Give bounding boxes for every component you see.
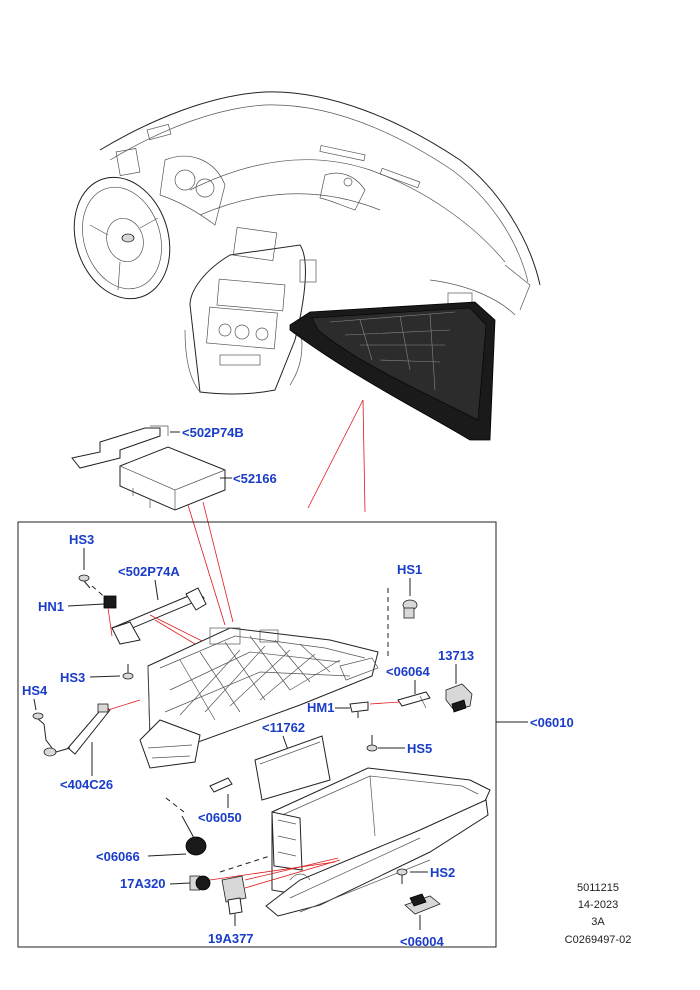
label-06064: <06064 [386,664,431,679]
meta-line-4: C0269497-02 [565,934,632,946]
clip-hm1 [349,701,369,718]
screw-hs4 [32,712,45,725]
label-13713: 13713 [438,648,474,663]
cover-52166 [119,446,226,511]
label-hs2: HS2 [430,865,455,880]
label-hn1: HN1 [38,599,64,614]
striker-19a377 [221,875,247,915]
glovebox-housing [139,627,379,769]
nut-hn1 [103,595,117,609]
latch-06064 [397,691,431,709]
panel-11762 [254,735,331,801]
handle-06004 [404,893,441,915]
screw-hs5 [366,735,378,752]
damper-06066 [181,815,207,856]
meta-line-2: 14-2023 [578,899,618,911]
label-06066: <06066 [96,849,140,864]
label-404c26: <404C26 [60,777,113,792]
label-502p74a: <502P74A [118,564,180,579]
screw-hs3-top [78,574,91,589]
label-hs3-mid: HS3 [60,670,85,685]
label-06050: <06050 [198,810,242,825]
bracket-502p74b [71,425,169,469]
lamp-17a320 [189,875,211,891]
bumper-06050 [209,777,233,793]
label-17a320: 17A320 [120,876,166,891]
label-hs1: HS1 [397,562,422,577]
detail-frame [17,521,497,948]
label-hs4: HS4 [22,683,48,698]
switch-13713 [445,683,473,713]
glovebox-door [265,767,491,917]
bracket-502p74a [111,587,207,645]
label-52166: <52166 [233,471,277,486]
label-06010: <06010 [530,715,574,730]
dashboard-overview-drawing [73,91,541,441]
meta-line-3: 3A [591,916,605,928]
cable-404c26 [43,703,111,757]
label-hm1: HM1 [307,700,334,715]
screw-hs2 [396,868,408,884]
label-11762: <11762 [262,720,305,735]
screw-hs3-mid [122,664,134,680]
meta-line-1: 5011215 [577,882,619,894]
label-hs3-top: HS3 [69,532,94,547]
label-hs5: HS5 [407,741,432,756]
screw-hs1 [402,599,418,619]
label-19a377: 19A377 [208,931,254,946]
label-502p74b: <502P74B [182,425,244,440]
label-06004: <06004 [400,934,445,949]
